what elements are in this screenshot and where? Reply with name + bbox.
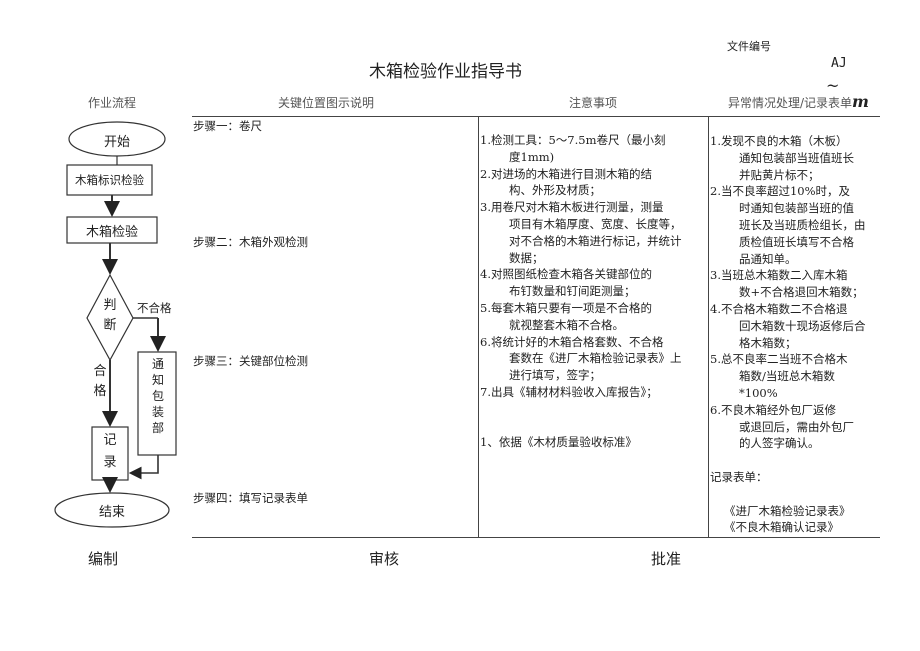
table-top-border (192, 116, 880, 117)
list-line (710, 452, 866, 469)
list-line: 班长及当班质检组长，由 (739, 217, 866, 232)
list-line: 时通知包装部当班的值 (739, 201, 854, 216)
list-line: 7.出具《辅材材料验收入库报告》； (480, 384, 658, 399)
list-line: 回木箱数十现场返修后合 (739, 318, 866, 333)
flow-end-label: 结束 (98, 505, 125, 520)
list-line: 数据； (509, 250, 544, 265)
list-line: 2.对进场的木箱进行目测木箱的结 (480, 166, 652, 181)
column-divider (478, 116, 479, 537)
end-node (54, 492, 170, 528)
column-divider (708, 116, 709, 537)
list-line: 通知包装部当班值班长 (739, 150, 854, 165)
step-3: 步骤三：关键部位检测 (193, 354, 308, 368)
flow-record-label: 记录 (103, 433, 117, 470)
list-line: 4.对照图纸检查木箱各关键部位的 (480, 267, 652, 282)
footer-prepared-by: 编制 (88, 550, 119, 568)
step-2: 步骤二：木箱外观检测 (193, 235, 308, 249)
box-label-check (66, 164, 153, 196)
footer-approved-by: 批准 (651, 550, 682, 568)
list-line: 的人签字确认。 (739, 436, 820, 451)
list-line: 5.总不良率二当班不合格木 (710, 352, 848, 367)
list-line: 数+不合格退回木箱数； (739, 285, 864, 300)
exceptions-list: 1.发现不良的木箱（木板） 通知包装部当班值班长并贴黄片标不； 2.当不良率超过10… (710, 133, 866, 536)
footer-reviewed-by: 审核 (369, 550, 400, 568)
header-exceptions: 异常情况处理/记录表单 (728, 96, 853, 110)
header-notes: 注意事项 (569, 96, 618, 110)
list-line (480, 418, 682, 435)
file-number-label: 文件编号 (727, 40, 771, 53)
file-number-value: AJ (831, 56, 847, 71)
flow-fail-label: 不合格 (137, 301, 172, 315)
flowchart (54, 121, 177, 528)
step-1: 步骤一：卷尺 (193, 119, 262, 133)
list-line: 项目有木箱厚度、宽度、长度等， (509, 216, 682, 231)
flow-pass-label: 合格 (93, 364, 107, 399)
list-line (480, 401, 682, 418)
file-number-suffix: m (852, 92, 869, 111)
flow-decision-label: 判断 (103, 298, 117, 333)
list-line (710, 486, 866, 503)
list-line: 1.检测工具：5～7.5m卷尺（最小刻 (480, 133, 666, 147)
flow-box2-label: 木箱检验 (85, 225, 138, 240)
list-line: 2.当不良率超过10%时，及 (710, 184, 851, 199)
list-line: 并贴黄片标不； (739, 167, 820, 182)
list-line: 6.将统计好的木箱合格套数、不合格 (480, 334, 664, 349)
list-line: 记录表单： (710, 469, 768, 484)
list-line: 1.发现不良的木箱（木板） (710, 134, 848, 148)
list-line: 度1mm) (509, 149, 555, 164)
list-line: 1、依据《木材质量验收标准》 (480, 435, 637, 450)
list-line: 4.不合格木箱数二不合格退 (710, 301, 848, 316)
file-number-tilde: ~ (826, 76, 840, 95)
list-line: 套数在《进厂木箱检验记录表》上 (509, 351, 682, 366)
list-line: 对不合格的木箱进行标记，并统计 (509, 233, 682, 248)
list-line: 箱数/当班总木箱数 (739, 369, 835, 384)
list-line: 构、外形及材质； (509, 183, 601, 198)
header-workflow: 作业流程 (88, 96, 137, 110)
list-line: 格木箱数； (739, 335, 797, 350)
document-title: 木箱检验作业指导书 (369, 62, 522, 82)
list-line: 3.当班总木箱数二入库木箱 (710, 268, 848, 283)
flow-box1-label: 木箱标识检验 (75, 173, 144, 187)
list-line: 3.用卷尺对木箱木板进行测量，测量 (480, 200, 664, 215)
list-line: 布钉数量和钉间距测量； (509, 284, 636, 299)
list-line: 《进厂木箱检验记录表》 (724, 503, 851, 518)
list-line: 6.不良木箱经外包厂返修 (710, 402, 836, 417)
header-key-positions: 关键位置图示说明 (278, 96, 375, 110)
list-line: *100% (739, 385, 778, 400)
list-line: 质检值班长填写不合格 (739, 234, 854, 249)
box-notify (137, 351, 177, 456)
list-line: 进行填写，签字； (509, 368, 601, 383)
list-line: 《不良木箱确认记录》 (724, 520, 839, 535)
notes-list: 1.检测工具：5～7.5m卷尺（最小刻度1mm) 2.对进场的木箱进行目测木箱的结… (480, 132, 682, 451)
flow-start-label: 开始 (103, 135, 130, 150)
flow-notify-label: 通知包装部 (151, 357, 164, 435)
box-inspection (66, 216, 158, 244)
step-4: 步骤四：填写记录表单 (193, 491, 308, 505)
list-line: 品通知单。 (739, 251, 797, 266)
table-bottom-border (192, 537, 880, 538)
list-line: 或退回后，需由外包厂 (739, 419, 854, 434)
list-line: 就视整套木箱不合格。 (509, 317, 624, 332)
list-line: 5.每套木箱只要有一项是不合格的 (480, 300, 652, 315)
